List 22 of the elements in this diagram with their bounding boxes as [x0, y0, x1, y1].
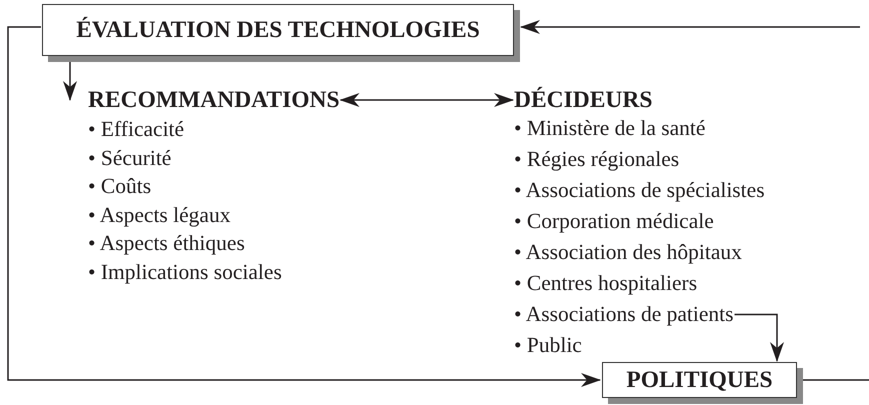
arrow: [734, 314, 784, 362]
list-item: • Ministère de la santé: [514, 115, 706, 142]
list-item: • Sécurité: [88, 144, 172, 172]
heading: DÉCIDEURS: [514, 87, 652, 113]
list-item: • Centres hospitaliers: [514, 270, 698, 297]
list-item: • Public: [514, 332, 582, 359]
list-item: • Aspects éthiques: [88, 230, 245, 258]
arrow: [340, 93, 514, 107]
list-item: • Régies régionales: [514, 146, 680, 173]
list-item: • Associations de patients: [514, 301, 734, 328]
list-item: • Implications sociales: [88, 258, 282, 286]
arrow: [7, 26, 601, 387]
connector-line: [803, 379, 869, 381]
list-item: • Association des hôpitaux: [514, 239, 742, 266]
arrow: [63, 62, 77, 101]
heading: RECOMMANDATIONS: [88, 87, 340, 113]
arrow: [520, 20, 860, 34]
list-item: • Associations de spécialistes: [514, 177, 765, 204]
list-item: • Corporation médicale: [514, 208, 714, 235]
list-item: • Coûts: [88, 173, 152, 200]
list-item: • Aspects légaux: [88, 202, 230, 229]
list-item: • Efficacité: [88, 116, 184, 143]
